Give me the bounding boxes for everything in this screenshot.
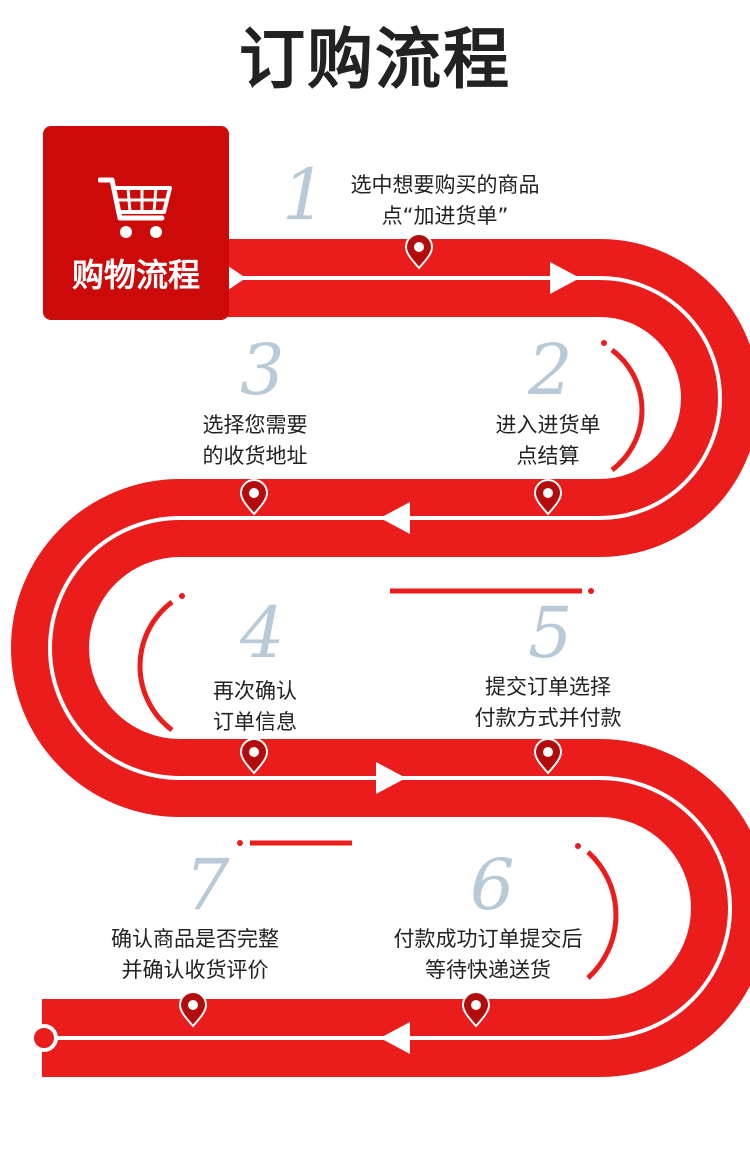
step-number-5: 5 — [528, 592, 573, 674]
end-circle — [30, 1024, 58, 1052]
step-5-line-1: 提交订单选择 — [485, 675, 611, 699]
deco-arc-left-2 — [137, 600, 174, 732]
step-7-line-2: 并确认收货评价 — [121, 958, 269, 982]
step-6-line-1: 付款成功订单提交后 — [393, 927, 583, 951]
location-pin-icon — [461, 991, 491, 1028]
step-text-1: 选中想要购买的商品 点“加进货单” — [330, 170, 560, 232]
road-center-line — [48, 276, 732, 1040]
badge-label: 购物流程 — [71, 256, 200, 294]
step-text-5: 提交订单选择 付款方式并付款 — [448, 672, 648, 734]
step-3-line-1: 选择您需要 — [202, 413, 308, 437]
step-2-line-2: 点结算 — [516, 444, 580, 468]
step-5-line-2: 付款方式并付款 — [474, 706, 622, 730]
deco-dot — [575, 843, 581, 849]
step-4-line-2: 订单信息 — [213, 710, 297, 734]
deco-arc-right-1 — [610, 348, 645, 472]
step-6-line-2: 等待快递送货 — [425, 958, 551, 982]
step-4-line-1: 再次确认 — [213, 679, 297, 703]
step-number-3: 3 — [240, 329, 285, 411]
arrow-left-2 — [380, 502, 410, 534]
step-text-7: 确认商品是否完整 并确认收货评价 — [85, 924, 305, 986]
shopping-cart-icon — [98, 177, 172, 238]
step-1-line-2: 点“加进货单” — [381, 204, 509, 228]
step-number-4: 4 — [240, 592, 285, 674]
step-text-6: 付款成功订单提交后 等待快递送货 — [368, 924, 608, 986]
step-text-4: 再次确认 订单信息 — [165, 676, 345, 738]
step-7-line-1: 确认商品是否完整 — [111, 927, 279, 951]
deco-dot — [237, 840, 243, 846]
location-pin-icon — [404, 233, 434, 270]
page-title: 订购流程 — [239, 21, 511, 98]
location-pin-icon — [533, 738, 563, 775]
step-3-line-2: 的收货地址 — [202, 444, 308, 468]
deco-dot — [601, 340, 607, 346]
step-2-line-1: 进入进货单 — [495, 413, 601, 437]
step-number-2: 2 — [528, 329, 573, 411]
step-number-1: 1 — [282, 154, 327, 236]
location-pin-icon — [239, 479, 269, 516]
shopping-process-badge: 购物流程 — [43, 126, 229, 320]
arrow-left-4 — [380, 1022, 410, 1054]
step-number-7: 7 — [185, 844, 230, 926]
step-text-2: 进入进货单 点结算 — [458, 410, 638, 472]
deco-arc-right-3 — [586, 850, 619, 980]
location-pin-icon — [239, 738, 269, 775]
deco-dot — [588, 588, 594, 594]
step-1-line-1: 选中想要购买的商品 — [350, 173, 540, 197]
arrow-right-1 — [550, 262, 580, 294]
deco-dot — [179, 593, 185, 599]
location-pin-icon — [178, 991, 208, 1028]
arrow-right-3 — [376, 762, 406, 794]
step-number-6: 6 — [470, 844, 515, 926]
location-pin-icon — [533, 479, 563, 516]
step-text-3: 选择您需要 的收货地址 — [165, 410, 345, 472]
